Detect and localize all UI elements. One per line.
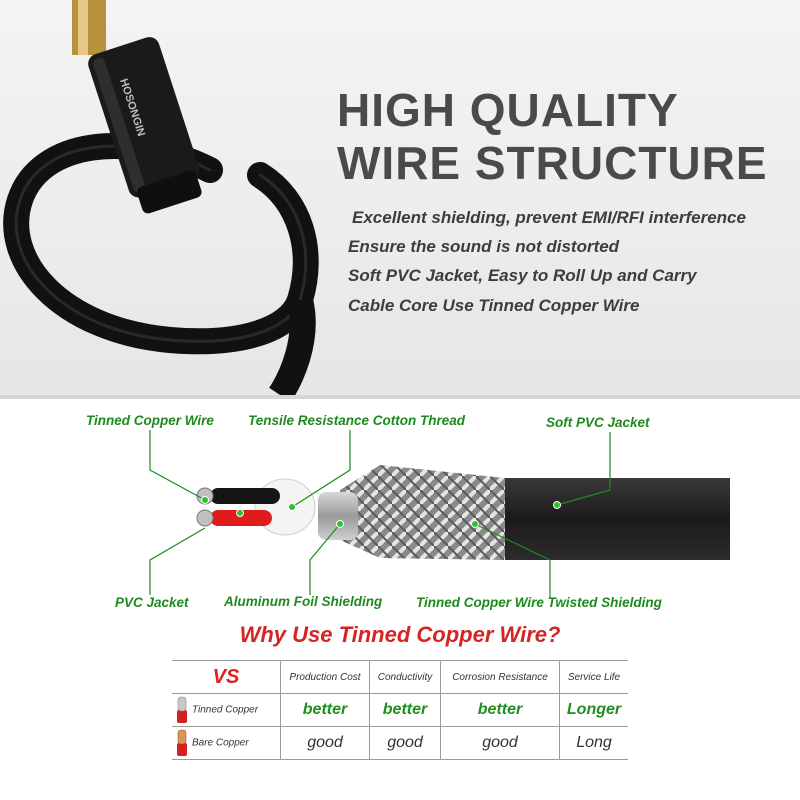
row-label-cell: Tinned Copper xyxy=(172,693,281,727)
table-cell: good xyxy=(369,726,441,760)
table-cell: better xyxy=(369,693,441,727)
table-row: Tinned Copper better better better Longe… xyxy=(172,693,628,727)
table-header: Corrosion Resistance xyxy=(440,660,560,694)
table-row: Bare Copper good good good Long xyxy=(172,726,628,760)
vs-label: VS xyxy=(172,660,281,694)
table-cell: Long xyxy=(559,726,628,760)
section-divider xyxy=(0,395,800,399)
table-cell: better xyxy=(280,693,370,727)
comparison-title: Why Use Tinned Copper Wire? xyxy=(239,622,561,647)
row-label: Tinned Copper xyxy=(192,704,259,716)
comparison-table: VS Production Cost Conductivity Corrosio… xyxy=(172,660,628,760)
bare-copper-wire-icon xyxy=(177,729,187,756)
table-cell: good xyxy=(280,726,370,760)
table-header: Production Cost xyxy=(280,660,370,694)
row-label: Bare Copper xyxy=(192,737,249,749)
feature-item: Cable Core Use Tinned Copper Wire xyxy=(348,296,640,315)
callout-pvc-jacket: PVC Jacket xyxy=(115,595,189,610)
feature-item: Excellent shielding, prevent EMI/RFI int… xyxy=(352,208,746,227)
callout-cotton-thread: Tensile Resistance Cotton Thread xyxy=(248,413,466,428)
table-header: Service Life xyxy=(559,660,628,694)
table-header: Conductivity xyxy=(369,660,441,694)
feature-item: Soft PVC Jacket, Easy to Roll Up and Car… xyxy=(348,266,697,285)
cable-photo: HOSONGIN xyxy=(3,0,319,395)
callout-twisted-shielding: Tinned Copper Wire Twisted Shielding xyxy=(416,595,662,610)
callout-tinned-copper-wire: Tinned Copper Wire xyxy=(86,413,214,428)
callout-aluminum-foil: Aluminum Foil Shielding xyxy=(224,594,383,609)
table-cell: better xyxy=(440,693,560,727)
callout-soft-pvc-jacket: Soft PVC Jacket xyxy=(546,415,650,430)
table-cell: Longer xyxy=(559,693,628,727)
row-label-cell: Bare Copper xyxy=(172,726,281,760)
feature-item: Ensure the sound is not distorted xyxy=(348,237,620,256)
headline-line1: HIGH QUALITY xyxy=(337,84,679,136)
headline-line2: WIRE STRUCTURE xyxy=(337,137,768,189)
table-cell: good xyxy=(440,726,560,760)
product-hero: HOSONGIN HIGH QUALITY WIRE STRUCTURE Exc… xyxy=(0,0,800,395)
table-header-row: VS Production Cost Conductivity Corrosio… xyxy=(172,660,628,694)
tinned-wire-icon xyxy=(177,696,187,723)
